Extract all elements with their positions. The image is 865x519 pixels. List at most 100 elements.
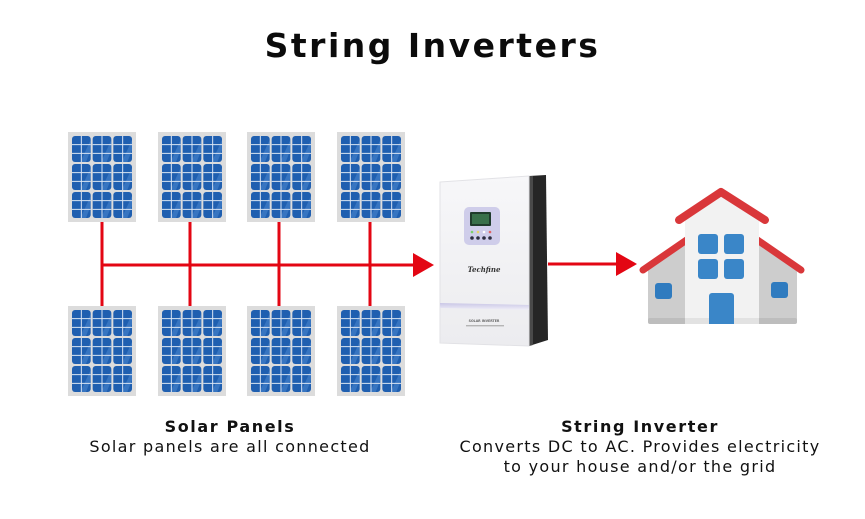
panel-gloss: [191, 139, 202, 162]
house-window: [698, 234, 718, 254]
panel-gloss: [121, 195, 132, 218]
inverter-side-edge: [529, 176, 533, 346]
string-inverter: Techfine SOLAR INVERTER: [439, 175, 548, 347]
panel-gloss: [211, 369, 222, 392]
arrow-inverter-to-house: [548, 252, 637, 276]
panel-gloss: [300, 369, 311, 392]
solar-panel: [68, 306, 136, 396]
lcd-readout: [472, 214, 489, 224]
string-inverter-caption-title: String Inverter: [561, 417, 719, 436]
panel-gloss: [170, 369, 181, 392]
string-inverter-caption-line1: Converts DC to AC. Provides electricity: [459, 437, 821, 456]
solar-panels-caption-title: Solar Panels: [164, 417, 296, 436]
panel-gloss: [280, 167, 291, 190]
panel-gloss: [280, 341, 291, 364]
string-inverter-caption: String Inverter Converts DC to AC. Provi…: [430, 417, 850, 477]
panel-gloss: [121, 313, 132, 336]
panel-gloss: [370, 369, 381, 392]
house-window: [724, 259, 744, 279]
led-green: [470, 230, 474, 234]
solar-panel: [247, 132, 315, 222]
panel-gloss: [80, 139, 91, 162]
led-red: [488, 230, 492, 234]
panel-gloss: [191, 195, 202, 218]
panel-gloss: [101, 167, 112, 190]
solar-panel: [158, 306, 226, 396]
panel-gloss: [349, 139, 360, 162]
panel-gloss: [259, 139, 270, 162]
arrow-head-to-inverter: [413, 253, 434, 277]
house-door: [709, 293, 734, 324]
panel-gloss: [170, 139, 181, 162]
panel-gloss: [121, 369, 132, 392]
panel-gloss: [80, 313, 91, 336]
house-right-roof: [752, 235, 805, 274]
arrow-head-to-house: [616, 252, 637, 276]
house-icon: [639, 188, 805, 324]
panel-gloss: [300, 195, 311, 218]
panel-gloss: [300, 167, 311, 190]
panel-gloss: [80, 195, 91, 218]
panel-gloss: [211, 167, 222, 190]
panel-gloss: [101, 139, 112, 162]
house-main-wall: [685, 193, 759, 324]
panel-gloss: [211, 139, 222, 162]
panel-gloss: [349, 369, 360, 392]
panel-gloss: [390, 369, 401, 392]
panel-gloss: [370, 139, 381, 162]
solar-panel-array: [68, 132, 405, 396]
panel-gloss: [300, 313, 311, 336]
panel-gloss: [259, 167, 270, 190]
inverter-button: [476, 236, 480, 240]
solar-panel: [247, 306, 315, 396]
panel-gloss: [300, 139, 311, 162]
panel-gloss: [259, 195, 270, 218]
solar-panel: [158, 132, 226, 222]
house-window: [724, 234, 744, 254]
panel-gloss: [390, 195, 401, 218]
panel-gloss: [390, 341, 401, 364]
panel-gloss: [211, 195, 222, 218]
panel-gloss: [349, 341, 360, 364]
inverter-label: SOLAR INVERTER: [469, 319, 500, 323]
panel-gloss: [121, 139, 132, 162]
panel-gloss: [300, 341, 311, 364]
panel-gloss: [191, 313, 202, 336]
panel-gloss: [280, 313, 291, 336]
panel-gloss: [170, 341, 181, 364]
panel-gloss: [390, 167, 401, 190]
inverter-button: [488, 236, 492, 240]
house-left-window: [655, 283, 672, 299]
panel-gloss: [211, 313, 222, 336]
panel-gloss: [259, 341, 270, 364]
panel-gloss: [211, 341, 222, 364]
house-left-wing-shade: [648, 318, 686, 324]
inverter-brand: Techfine: [468, 265, 501, 274]
panel-gloss: [280, 195, 291, 218]
panel-gloss: [80, 167, 91, 190]
house-window: [698, 259, 718, 279]
solar-panels-caption-text: Solar panels are all connected: [89, 437, 371, 456]
panel-gloss: [390, 313, 401, 336]
panel-gloss: [370, 195, 381, 218]
panel-gloss: [370, 167, 381, 190]
panel-gloss: [280, 139, 291, 162]
wiring: [100, 222, 434, 306]
panel-gloss: [349, 313, 360, 336]
panel-gloss: [101, 313, 112, 336]
solar-panel: [337, 306, 405, 396]
panel-gloss: [349, 195, 360, 218]
panel-gloss: [121, 341, 132, 364]
house-right-wing-shade: [758, 318, 797, 324]
panel-gloss: [101, 341, 112, 364]
panel-gloss: [390, 139, 401, 162]
inverter-button: [470, 236, 474, 240]
solar-panels-caption: Solar Panels Solar panels are all connec…: [60, 417, 400, 457]
panel-gloss: [170, 167, 181, 190]
panel-gloss: [191, 369, 202, 392]
house-main-roof: [675, 188, 769, 224]
inverter-side: [529, 175, 548, 346]
panel-gloss: [80, 341, 91, 364]
panel-gloss: [259, 369, 270, 392]
